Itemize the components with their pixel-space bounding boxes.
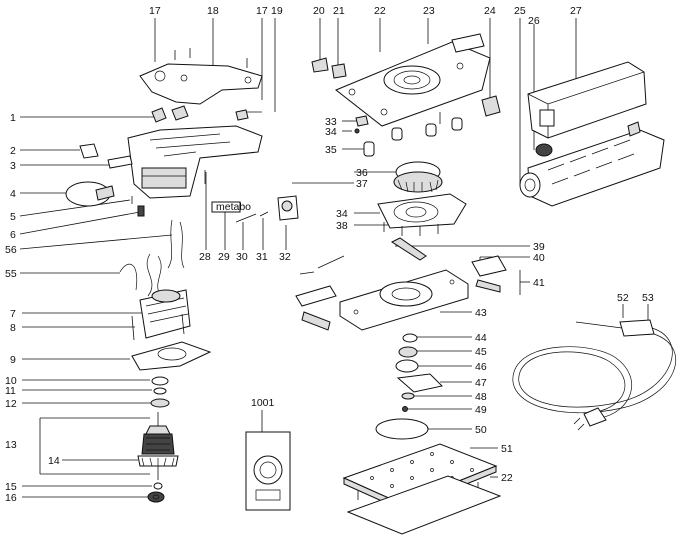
stator-part (131, 289, 191, 341)
callout-5: 5 (10, 211, 16, 223)
callout-31: 31 (256, 251, 268, 263)
callout-34b: 34 (336, 208, 348, 220)
eccentric-stack-parts (395, 333, 444, 412)
washer-parts (150, 376, 170, 408)
callout-2: 2 (10, 145, 16, 157)
callout-7: 7 (10, 308, 16, 320)
callout-13: 13 (5, 439, 17, 451)
dust-box-part (527, 61, 647, 139)
callout-44: 44 (475, 332, 487, 344)
callout-52: 52 (617, 292, 629, 304)
callout-56: 56 (5, 244, 17, 256)
callout-36: 36 (356, 167, 368, 179)
accessory-parts: metabo (204, 170, 299, 223)
callout-21: 21 (333, 5, 345, 17)
callout-48: 48 (475, 391, 487, 403)
sole-plate-part (346, 475, 502, 535)
callout-18: 18 (207, 5, 219, 17)
fan-guide-part (131, 341, 212, 371)
clip-parts (151, 105, 249, 123)
callout-12: 12 (5, 398, 17, 410)
callout-33: 33 (325, 116, 337, 128)
callout-23: 23 (423, 5, 435, 17)
callout-35: 35 (325, 144, 337, 156)
callout-50: 50 (475, 424, 487, 436)
callout-10: 10 (5, 375, 17, 387)
callout-43: 43 (475, 307, 487, 319)
callout-16: 16 (5, 492, 17, 504)
callout-30: 30 (236, 251, 248, 263)
bearing-parts (147, 482, 165, 503)
callout-6: 6 (10, 229, 16, 241)
callout-47: 47 (475, 377, 487, 389)
clamp-parts (390, 237, 507, 293)
callout-17b: 17 (256, 5, 268, 17)
callout-1001: 1001 (251, 397, 275, 409)
callout-4: 4 (10, 188, 16, 200)
dust-base-part (519, 121, 665, 207)
armature-part (137, 412, 179, 480)
clip-part-24 (481, 95, 501, 117)
callout-38: 38 (336, 220, 348, 232)
fastener-parts (354, 112, 463, 157)
top-plate-part (335, 33, 491, 127)
callout-8: 8 (10, 322, 16, 334)
motor-housing-part (127, 125, 263, 199)
left-small-parts (65, 143, 145, 217)
callout-9: 9 (10, 354, 16, 366)
callout-11: 11 (5, 385, 16, 397)
callout-17a: 17 (149, 5, 161, 17)
callout-3: 3 (10, 160, 16, 172)
callout-29: 29 (218, 251, 230, 263)
callout-34a: 34 (325, 126, 337, 138)
callout-25: 25 (514, 5, 526, 17)
filter-disc-part (535, 143, 553, 157)
handle-cover-part (139, 48, 263, 105)
callout-20: 20 (313, 5, 325, 17)
top-middle-parts (311, 40, 381, 79)
callout-27: 27 (570, 5, 582, 17)
callout-26: 26 (528, 15, 540, 27)
callout-22-bottom: 22 (501, 472, 513, 484)
callout-37: 37 (356, 178, 368, 190)
pad-part (375, 418, 429, 440)
callout-labels: 17 18 17 19 20 21 22 23 24 25 26 27 1 2 … (5, 5, 654, 504)
power-cord-part (512, 319, 677, 431)
callout-24: 24 (484, 5, 496, 17)
callout-53: 53 (642, 292, 654, 304)
base-plate-part (295, 255, 469, 331)
callout-22-top: 22 (374, 5, 386, 17)
callout-41: 41 (533, 277, 545, 289)
cable-parts (119, 219, 185, 299)
callout-55: 55 (5, 268, 17, 280)
callout-32: 32 (279, 251, 291, 263)
callout-45: 45 (475, 346, 487, 358)
callout-40: 40 (533, 252, 545, 264)
callout-1: 1 (10, 112, 16, 124)
bearing-plate-part (377, 193, 467, 236)
callout-51: 51 (501, 443, 513, 455)
callout-14: 14 (48, 455, 60, 467)
detail-1001-box (245, 431, 291, 511)
callout-15: 15 (5, 481, 17, 493)
callout-28: 28 (199, 251, 211, 263)
callout-46: 46 (475, 361, 487, 373)
logo-label: metabo (216, 201, 251, 213)
callout-19: 19 (271, 5, 283, 17)
gear-part (393, 161, 443, 193)
callout-49: 49 (475, 404, 487, 416)
callout-39: 39 (533, 241, 545, 253)
